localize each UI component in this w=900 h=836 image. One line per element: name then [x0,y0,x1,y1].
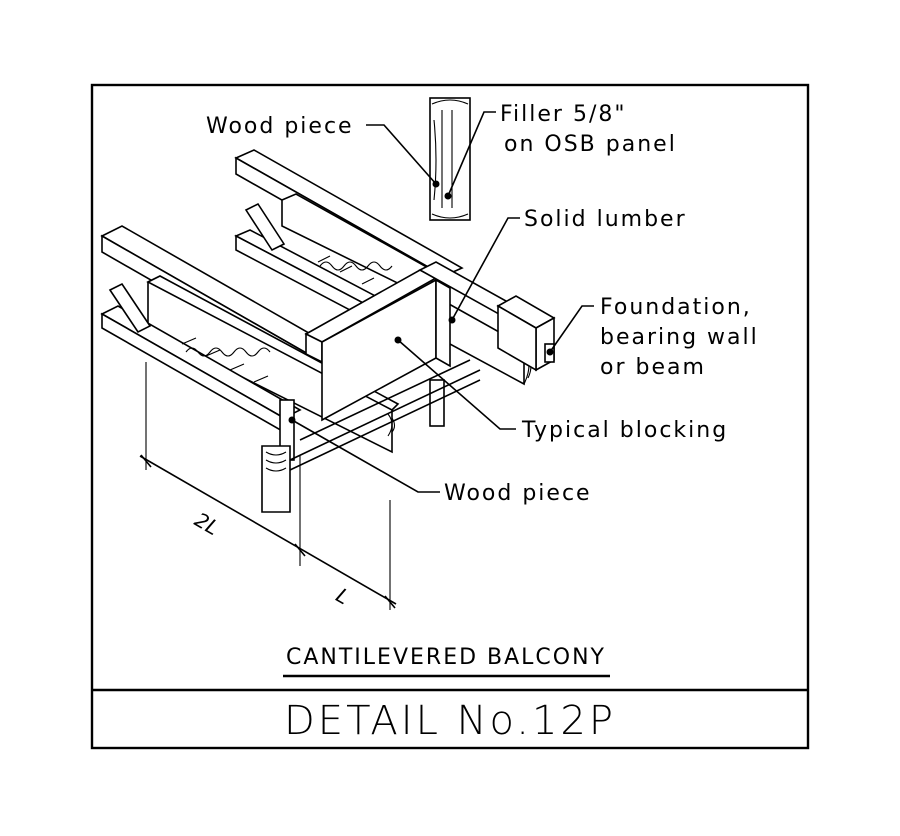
front-end-block [108,282,152,334]
lower-brace-a [289,369,481,461]
front-post-end-grain [265,451,287,472]
typical-blocking-member [321,278,451,422]
label-filler-line2: on OSB panel [504,132,677,157]
sheet-border [90,83,810,750]
leader-dot-foundation [546,348,554,356]
leader-dot-wood-piece-top [432,180,440,188]
front-filler-grain [185,347,271,357]
leader-foundation [549,305,594,353]
front-joist-end-grain [387,413,396,437]
inset-grain [431,99,469,219]
leader-wood-piece-bottom [291,419,440,493]
detail-title: DETAIL No.12P [284,698,616,744]
leader-solid-lumber [451,217,520,321]
lower-brace-c [299,359,471,441]
leader-wood-piece-top [366,124,437,185]
inset-frame [429,97,471,221]
dim-label-l: L [332,583,354,609]
leader-dot-wood-piece-bottom [288,416,296,424]
leader-dot-solid-lumber [448,316,456,324]
blocking-side [435,278,451,368]
dim-ticks [140,454,396,609]
dim-label-2l: 2L [190,507,223,540]
label-foundation-line3: or beam [600,355,706,380]
label-wood-piece-bottom: Wood piece [444,481,592,506]
label-solid-lumber: Solid lumber [524,207,687,232]
front-blocking-slats [181,337,269,383]
leader-dot-filler [444,192,452,200]
dim-line [139,455,397,605]
leader-lines [288,111,594,493]
back-filler-grain [319,261,393,271]
leader-filler [447,111,496,197]
dimension-lines [139,362,397,610]
support-posts [261,359,481,513]
label-typical-blocking: Typical blocking [521,418,728,443]
filler-inset-detail [429,97,471,221]
label-foundation-line1: Foundation, [600,295,752,320]
label-foundation-line2: bearing wall [600,325,759,350]
leader-typical-blocking [397,339,516,430]
lower-brace-b [289,379,481,471]
back-blocking-slats [317,255,397,297]
label-wood-piece-top: Wood piece [206,114,354,139]
front-post-wood-piece [261,445,291,513]
drawing-caption: CANTILEVERED BALCONY [286,645,606,670]
foundation-front [497,304,537,372]
back-end-block [244,202,286,252]
label-filler-line1: Filler 5/8" [500,102,627,127]
leader-dot-typical-blocking [394,336,402,344]
